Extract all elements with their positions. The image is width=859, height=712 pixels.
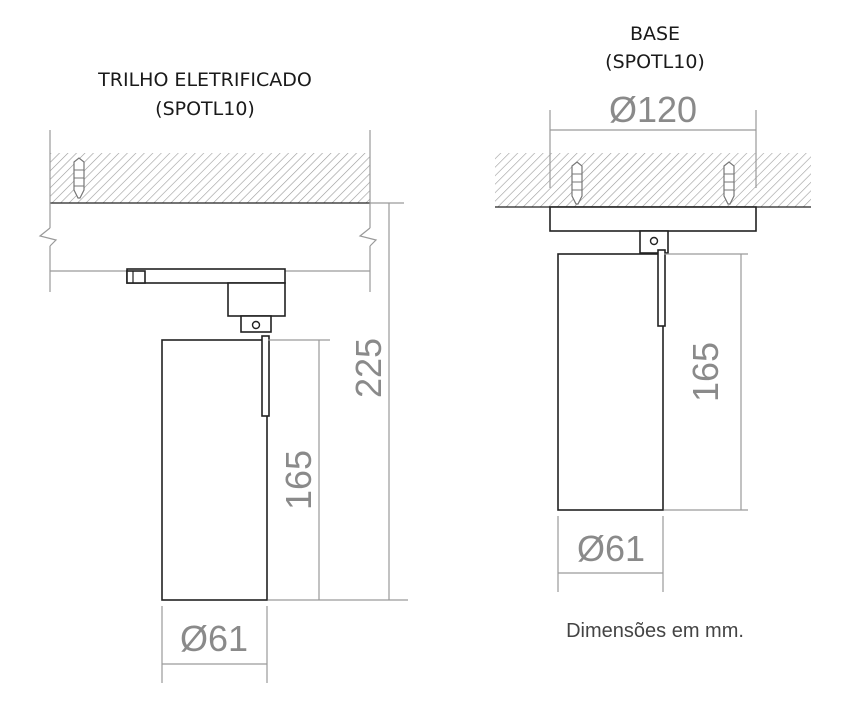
- dim-base-diameter: Ø120: [609, 89, 697, 130]
- spot-body: [161, 335, 270, 601]
- units-note: Dimensões em mm.: [566, 620, 744, 642]
- dim-height-total: 225: [348, 338, 389, 398]
- track-title-line2: (SPOTL10): [155, 98, 255, 120]
- wall-anchor-icon: [73, 157, 85, 199]
- track-mount-view: TRILHO ELETRIFICADO (SPOTL10): [38, 69, 408, 683]
- base-mount-view: BASE (SPOTL10) Ø120: [495, 23, 811, 642]
- break-mark-right: [358, 227, 378, 247]
- dim-diameter-left: Ø61: [180, 618, 248, 659]
- wall-anchor-icon: [571, 161, 583, 205]
- ceiling-hatch-right: [495, 153, 811, 207]
- base-title-line2: (SPOTL10): [605, 51, 705, 73]
- break-mark-left: [38, 227, 58, 247]
- mounting-bracket: [639, 230, 669, 254]
- base-title-line1: BASE: [630, 23, 680, 45]
- spot-body: [557, 249, 666, 511]
- dim-diameter-right: Ø61: [577, 528, 645, 569]
- ceiling-hatch: [50, 153, 370, 203]
- dim-height-body-left: 165: [278, 450, 319, 510]
- track-adapter: [126, 268, 286, 333]
- track-title-line1: TRILHO ELETRIFICADO: [97, 69, 312, 91]
- base-plate: [549, 206, 757, 232]
- dim-height-body-right: 165: [685, 342, 726, 402]
- wall-anchor-icon: [723, 161, 735, 205]
